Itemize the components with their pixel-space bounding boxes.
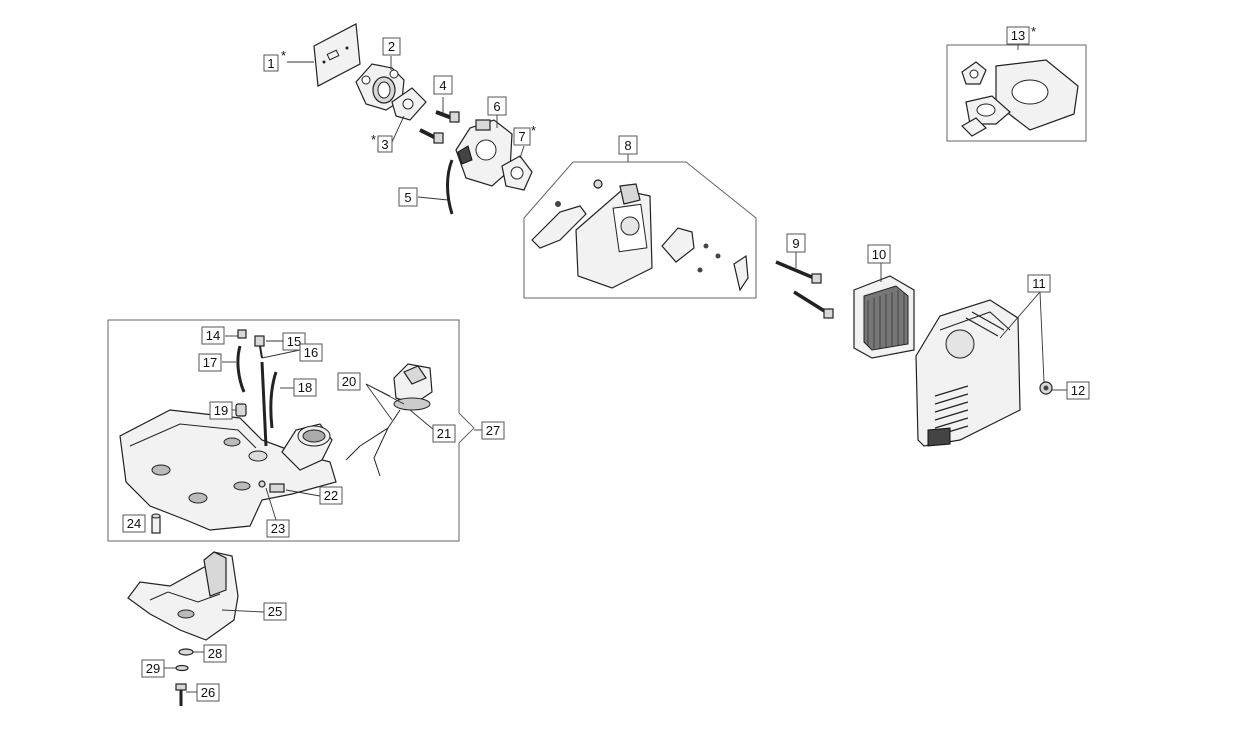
label-18: 18 xyxy=(293,378,317,397)
part-7-gasket xyxy=(501,145,533,191)
label-10-text: 10 xyxy=(872,247,886,262)
label-22: 22 xyxy=(319,486,343,505)
part-29-washer xyxy=(164,664,189,672)
part-26-screw xyxy=(175,683,197,706)
label-1: 1 * xyxy=(263,48,286,72)
label-9: 9 xyxy=(786,233,806,253)
label-5-text: 5 xyxy=(404,190,411,205)
part-1-gasket xyxy=(287,23,361,87)
label-3: * 3 xyxy=(371,132,393,153)
label-29-text: 29 xyxy=(146,661,160,676)
label-27-text: 27 xyxy=(486,423,500,438)
label-3-star: * xyxy=(371,132,376,147)
part-15-16-fuel-pickup xyxy=(254,335,301,447)
label-26: 26 xyxy=(196,683,220,702)
fuel-tank xyxy=(119,409,337,531)
label-14: 14 xyxy=(201,326,225,345)
part-17-hose xyxy=(222,345,246,393)
label-23-text: 23 xyxy=(271,521,285,536)
label-22-text: 22 xyxy=(324,488,338,503)
label-29: 29 xyxy=(141,659,165,678)
part-14-fitting xyxy=(225,329,247,339)
label-24: 24 xyxy=(122,514,146,533)
part-24-sleeve xyxy=(151,513,161,534)
label-4: 4 xyxy=(433,75,453,95)
part-13-gasket-kit xyxy=(946,44,1087,142)
label-10: 10 xyxy=(867,244,891,264)
label-17-text: 17 xyxy=(203,355,217,370)
part-6-carburetor xyxy=(455,115,513,187)
label-12: 12 xyxy=(1066,381,1090,400)
label-7-text: 7 xyxy=(518,129,525,144)
label-11: 11 xyxy=(1027,274,1051,293)
label-8: 8 xyxy=(618,135,638,155)
label-21: 21 xyxy=(432,424,456,443)
label-26-text: 26 xyxy=(201,685,215,700)
label-23: 23 xyxy=(266,519,290,538)
part-19-filter xyxy=(232,403,247,417)
label-17: 17 xyxy=(198,353,222,372)
label-16-text: 16 xyxy=(304,345,318,360)
label-28-text: 28 xyxy=(208,646,222,661)
part-5-hose xyxy=(417,159,454,215)
label-3-text: 3 xyxy=(381,137,388,152)
part-20-21-fuel-cap xyxy=(345,363,435,477)
label-21-text: 21 xyxy=(437,426,451,441)
part-2-intake-block xyxy=(355,56,405,111)
part-25-bottom-plate xyxy=(127,551,265,641)
part-12-knob-screw xyxy=(1039,381,1067,395)
part-3-gasket xyxy=(391,87,427,143)
part-8-filter-base-assembly xyxy=(523,154,757,299)
label-20-text: 20 xyxy=(342,374,356,389)
label-5: 5 xyxy=(398,187,418,207)
label-13: 13 * xyxy=(1006,24,1036,45)
label-24-text: 24 xyxy=(127,516,141,531)
label-9-text: 9 xyxy=(792,236,799,251)
part-4-screws xyxy=(419,97,460,144)
label-1-star: * xyxy=(281,48,286,63)
label-18-text: 18 xyxy=(298,380,312,395)
label-20: 20 xyxy=(337,372,361,391)
label-12-text: 12 xyxy=(1071,383,1085,398)
label-7-star: * xyxy=(531,123,536,138)
label-14-text: 14 xyxy=(206,328,220,343)
label-2: 2 xyxy=(382,37,401,56)
part-18-hose xyxy=(269,371,294,429)
part-22-23-valve xyxy=(258,480,321,521)
label-1-text: 1 xyxy=(267,56,274,71)
label-8-text: 8 xyxy=(624,138,631,153)
part-11-engine-cover xyxy=(915,291,1045,447)
label-19-text: 19 xyxy=(214,403,228,418)
label-11-text: 11 xyxy=(1032,276,1046,291)
label-25: 25 xyxy=(263,602,287,621)
label-2-text: 2 xyxy=(388,39,395,54)
label-6-text: 6 xyxy=(493,99,500,114)
label-15-text: 15 xyxy=(287,334,301,349)
part-28-washer xyxy=(178,648,204,656)
label-28: 28 xyxy=(203,644,227,663)
label-6: 6 xyxy=(487,96,507,116)
label-25-text: 25 xyxy=(268,604,282,619)
part-9-bolts xyxy=(775,252,834,319)
label-4-text: 4 xyxy=(439,78,446,93)
label-7: 7 * xyxy=(513,123,536,146)
label-16: 16 xyxy=(299,343,323,362)
label-13-text: 13 xyxy=(1011,28,1025,43)
label-27: 27 xyxy=(481,421,505,440)
label-13-star: * xyxy=(1031,24,1036,39)
part-10-air-filter xyxy=(853,263,915,359)
label-19: 19 xyxy=(209,401,233,420)
